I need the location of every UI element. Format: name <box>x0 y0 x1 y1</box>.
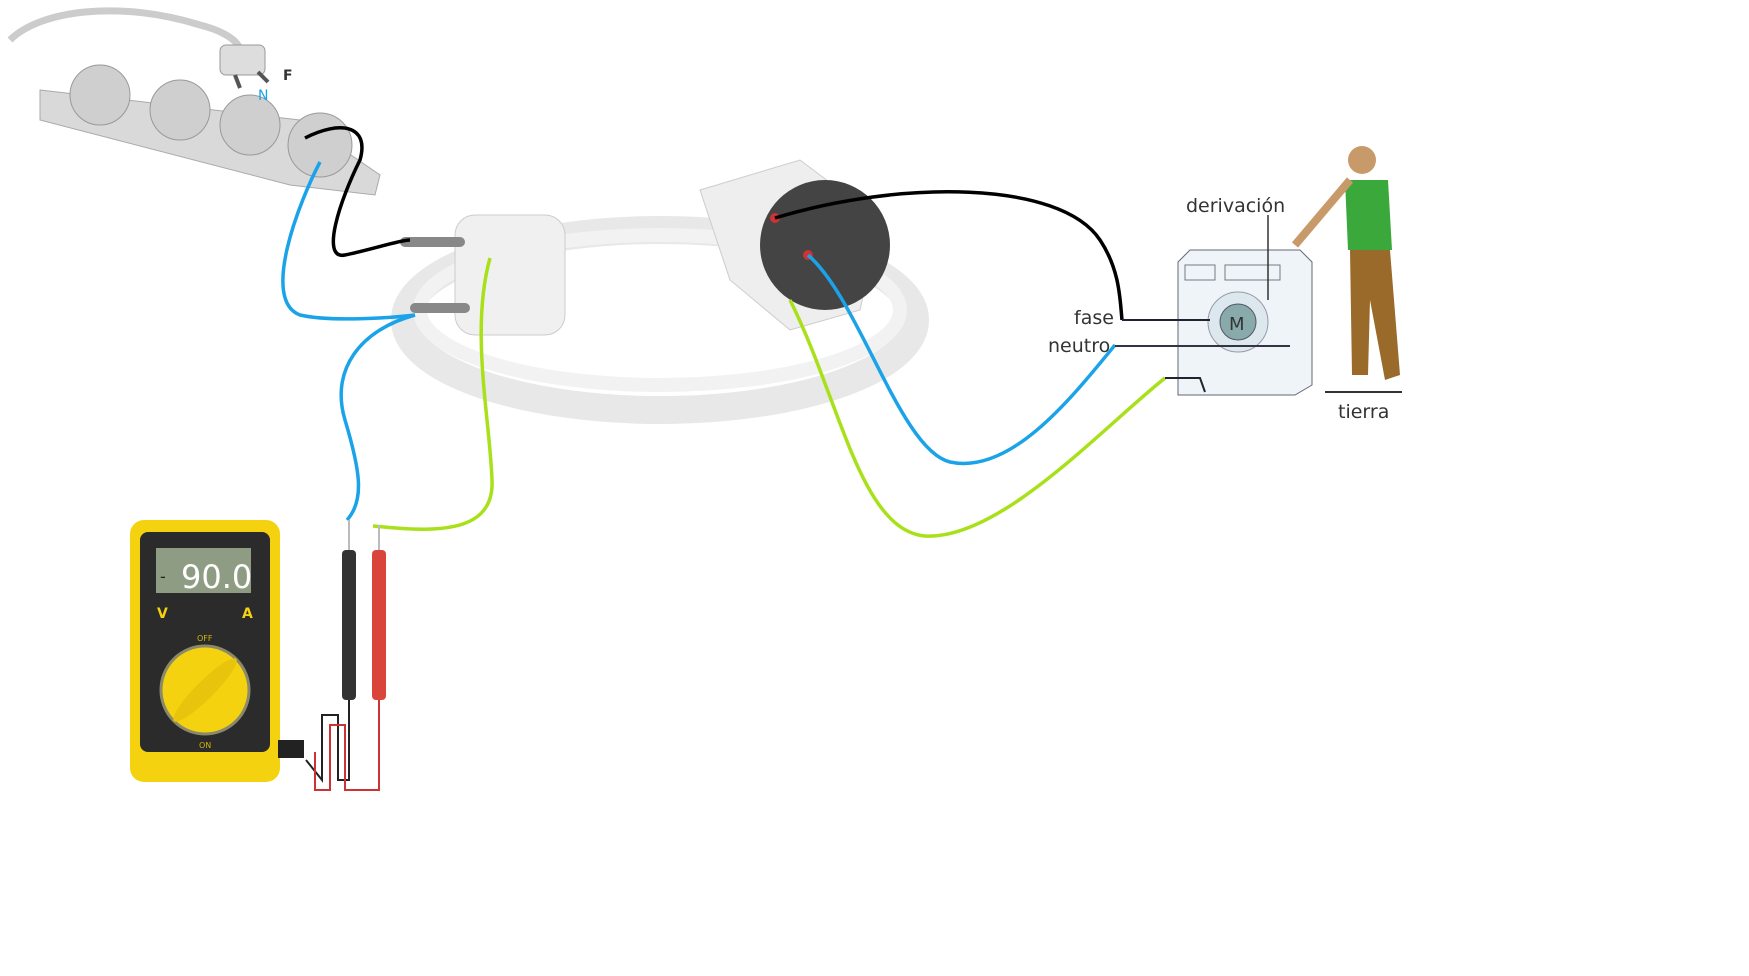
phase-label: F <box>283 68 293 84</box>
red-probe <box>372 550 386 700</box>
phase-wire-appliance <box>774 190 1124 321</box>
multimeter: - 90.0 V A OFF ON <box>130 520 304 782</box>
dial-off-label: OFF <box>197 634 213 643</box>
plug <box>454 214 566 336</box>
earth-wire-meter <box>372 257 494 531</box>
dial-on-label: ON <box>199 741 211 750</box>
neutral-wire-meter <box>339 313 416 522</box>
person <box>1291 146 1402 393</box>
tierra-label: tierra <box>1338 401 1389 423</box>
fase-label: fase <box>1074 307 1114 329</box>
display-sign: - <box>160 567 166 586</box>
neutral-wire-strip <box>281 161 416 321</box>
wires <box>281 126 1167 538</box>
washing-machine: M derivación fase neutro tierra <box>1048 195 1389 423</box>
extension-cable <box>391 159 929 424</box>
earth-wire-appliance <box>788 299 1167 538</box>
phase-wire-strip <box>304 126 411 257</box>
amps-label: A <box>242 606 253 622</box>
neutro-label: neutro <box>1048 335 1110 357</box>
neutral-wire-appliance <box>806 253 1117 466</box>
test-leads <box>305 520 386 791</box>
display-value: 90.0 <box>181 558 252 596</box>
black-probe <box>342 550 356 700</box>
derivacion-label: derivación <box>1186 195 1285 217</box>
neutral-label: N <box>258 88 268 104</box>
motor-label: M <box>1229 314 1245 335</box>
volts-label: V <box>157 606 168 622</box>
socket <box>760 180 890 310</box>
power-strip: F N <box>7 7 381 196</box>
